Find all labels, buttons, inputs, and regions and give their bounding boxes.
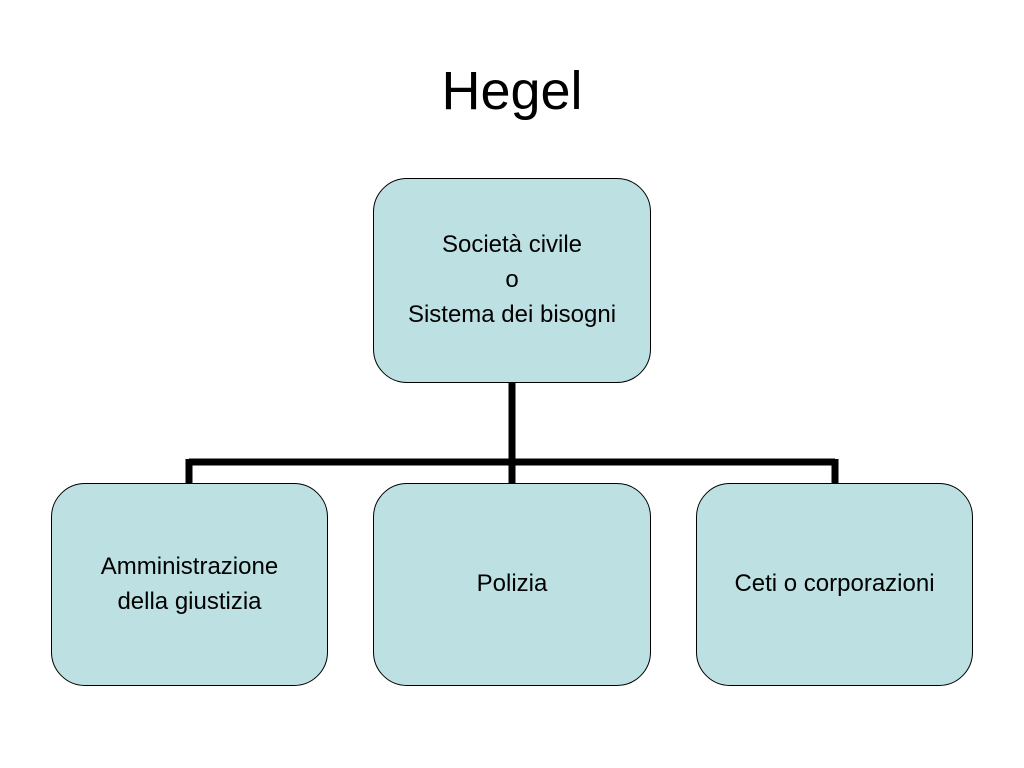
node-societa-civile: Società civile o Sistema dei bisogni xyxy=(373,178,651,383)
node-polizia-label: Polizia xyxy=(476,570,548,598)
node-societa-civile-label: Società civile o Sistema dei bisogni xyxy=(407,231,617,328)
node-ceti-corporazioni: Ceti o corporazioni xyxy=(696,483,973,686)
node-amministrazione-giustizia-label: Amministrazione della giustizia xyxy=(100,552,279,615)
node-polizia: Polizia xyxy=(373,483,651,686)
slide-title: Hegel xyxy=(441,61,583,121)
node-amministrazione-giustizia: Amministrazione della giustizia xyxy=(51,483,328,686)
node-ceti-corporazioni-label: Ceti o corporazioni xyxy=(734,570,935,598)
